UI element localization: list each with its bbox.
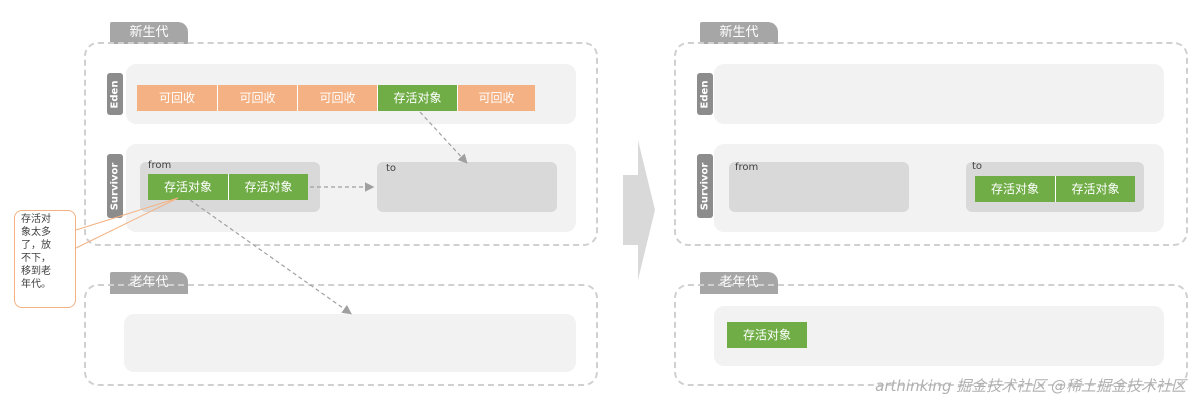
right-young-gen-tab: 新生代: [700, 22, 778, 44]
right-survivor-label: Survivor: [699, 162, 711, 210]
right-eden-tab: Eden: [697, 73, 713, 115]
right-from-box: [729, 162, 909, 212]
right-to-label: to: [972, 161, 983, 172]
left-eden-cell-1: 可回收: [137, 85, 217, 111]
eden-to-to-arrow: [419, 111, 468, 164]
callout-pointer: [75, 197, 179, 249]
right-to-cell-2: 存活对象: [1055, 176, 1135, 202]
left-from-cell-1: 存活对象: [148, 174, 228, 200]
left-from-label: from: [148, 160, 172, 171]
from-to-old-arrow: [189, 199, 352, 315]
watermark: arthinking 掘金技术社区 @稀土掘金技术社区: [875, 377, 1186, 395]
left-from-cell-2: 存活对象: [228, 174, 308, 200]
left-old-gen-panel: [124, 314, 576, 372]
right-young-gen-box: [674, 42, 1188, 246]
right-old-gen-box: [674, 284, 1188, 386]
big-transition-arrow: [623, 140, 655, 280]
right-eden-panel: [714, 64, 1164, 124]
right-survivor-tab: Survivor: [697, 154, 713, 218]
left-eden-cell-2: 可回收: [217, 85, 297, 111]
right-eden-label: Eden: [699, 80, 711, 108]
right-old-gen-cell: 存活对象: [727, 322, 807, 348]
left-eden-tab: Eden: [107, 73, 123, 115]
left-old-gen-tab: 老年代: [110, 272, 188, 294]
left-old-gen-box: [84, 284, 598, 386]
right-to-cell-1: 存活对象: [975, 176, 1055, 202]
left-eden-cell-3: 可回收: [297, 85, 377, 111]
left-survivor-tab: Survivor: [107, 154, 123, 218]
left-young-gen-box: [84, 42, 598, 246]
left-young-gen-tab: 新生代: [110, 22, 188, 44]
left-to-box: [377, 162, 557, 212]
left-callout: 存活对 象太多 了，放 不下， 移到老 年代。: [14, 210, 76, 308]
right-old-gen-tab: 老年代: [700, 272, 778, 294]
left-eden-cell-5: 可回收: [457, 85, 535, 111]
left-eden-cell-4: 存活对象: [377, 85, 457, 111]
right-from-label: from: [735, 162, 759, 173]
left-to-label: to: [386, 163, 397, 174]
